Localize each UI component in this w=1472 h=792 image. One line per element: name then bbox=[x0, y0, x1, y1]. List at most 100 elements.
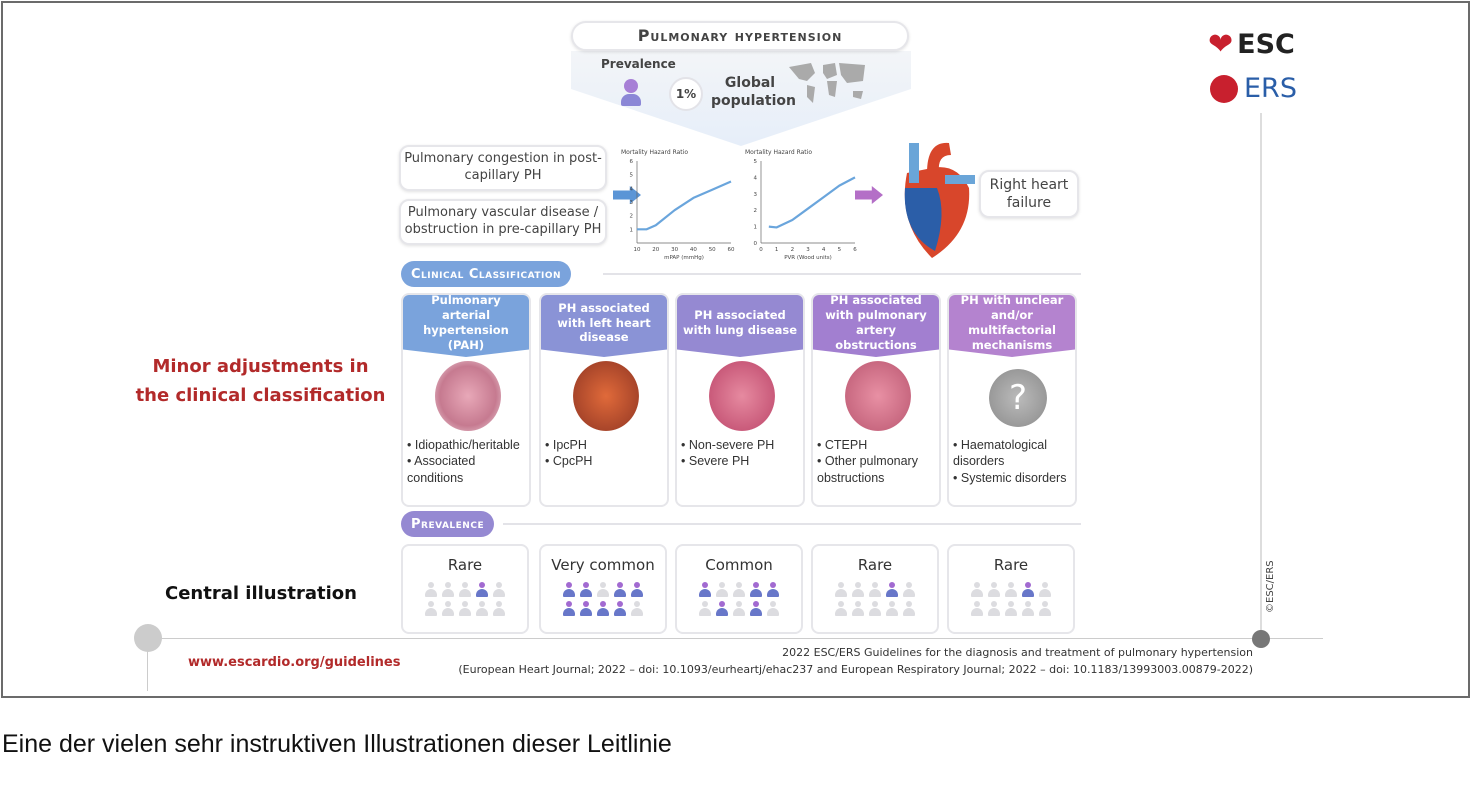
card-item: Other pulmonary obstructions bbox=[817, 453, 937, 486]
prevalence-card: Very common bbox=[539, 544, 667, 634]
y-tick-label: 1 bbox=[754, 225, 758, 231]
person-icon bbox=[766, 582, 780, 598]
person-icon bbox=[749, 601, 763, 617]
side-note: Minor adjustments in the clinical classi… bbox=[135, 356, 386, 406]
person-icon bbox=[851, 601, 865, 617]
x-tick-label: 60 bbox=[728, 247, 735, 253]
person-icon bbox=[715, 582, 729, 598]
arrow-right-icon bbox=[613, 186, 641, 204]
person-icon bbox=[441, 601, 455, 617]
global-population: Global population bbox=[711, 75, 796, 109]
figure-title: Pulmonary hypertension bbox=[571, 21, 909, 51]
x-tick-label: 2 bbox=[791, 247, 795, 253]
card-item: Idiopathic/heritable bbox=[407, 437, 527, 453]
timeline-tick bbox=[147, 651, 148, 691]
person-icon bbox=[475, 601, 489, 617]
classification-card: PH associated with lung disease Non-seve… bbox=[675, 293, 805, 507]
copyright: ©ESC/ERS bbox=[1265, 560, 1276, 613]
x-tick-label: 20 bbox=[652, 247, 659, 253]
post-capillary-box: Pulmonary congestion in post-capillary P… bbox=[399, 145, 607, 191]
person-icon bbox=[475, 582, 489, 598]
x-tick-label: 5 bbox=[838, 247, 842, 253]
y-tick-label: 6 bbox=[630, 159, 634, 165]
obstructed-lungs-image bbox=[845, 361, 911, 431]
timeline-dot bbox=[1252, 630, 1270, 648]
x-axis-label: mPAP (mmHg) bbox=[664, 255, 704, 261]
ers-logo: ERS bbox=[1210, 73, 1297, 104]
person-icon bbox=[970, 601, 984, 617]
y-tick-label: 4 bbox=[630, 186, 634, 192]
person-icon bbox=[424, 582, 438, 598]
card-title: PH with unclear and/or multifactorial me… bbox=[949, 295, 1075, 357]
caption: Eine der vielen sehr instruktiven Illust… bbox=[2, 730, 672, 758]
x-axis-label: PVR (Wood units) bbox=[784, 255, 832, 261]
person-icon bbox=[868, 582, 882, 598]
person-icon bbox=[1038, 582, 1052, 598]
hazard-curve bbox=[637, 180, 732, 231]
clinical-classification-label: Clinical Classification bbox=[401, 261, 572, 287]
right-heart-failure-box: Right heart failure bbox=[979, 170, 1079, 218]
prevalence-section-label: Prevalence bbox=[401, 511, 495, 537]
guidelines-link[interactable]: www.escardio.org/guidelines bbox=[188, 655, 401, 670]
x-tick-label: 30 bbox=[671, 247, 678, 253]
card-title: PH associated with pulmonary artery obst… bbox=[813, 295, 939, 357]
classification-card: PH with unclear and/or multifactorial me… bbox=[947, 293, 1077, 507]
person-icon bbox=[885, 601, 899, 617]
divider bbox=[503, 523, 1081, 525]
esc-logo: ❤ ESC bbox=[1208, 29, 1295, 60]
prevalence-card: Rare bbox=[401, 544, 529, 634]
card-item: CTEPH bbox=[817, 437, 937, 453]
classification-card: PH associated with left heart disease Ip… bbox=[539, 293, 669, 507]
x-tick-label: 4 bbox=[822, 247, 826, 253]
card-title: PH associated with left heart disease bbox=[541, 295, 667, 357]
x-tick-label: 3 bbox=[806, 247, 810, 253]
person-icon bbox=[698, 601, 712, 617]
person-icon bbox=[630, 601, 644, 617]
lungs-logo-icon bbox=[1210, 74, 1238, 103]
lungs-image bbox=[709, 361, 775, 431]
person-icon bbox=[834, 601, 848, 617]
citation-line-1: 2022 ESC/ERS Guidelines for the diagnosi… bbox=[782, 646, 1253, 659]
prevalence-value: Rare bbox=[447, 556, 483, 574]
person-icon bbox=[766, 601, 780, 617]
citation-line-2: (European Heart Journal; 2022 – doi: 10.… bbox=[458, 663, 1253, 676]
y-tick-label: 1 bbox=[630, 227, 634, 233]
chart-title: Mortality Hazard Ratio bbox=[745, 149, 812, 156]
person-icon bbox=[492, 601, 506, 617]
chart-title: Mortality Hazard Ratio bbox=[621, 149, 688, 156]
y-tick-label: 2 bbox=[754, 208, 758, 214]
person-icon bbox=[492, 582, 506, 598]
question-mark-icon: ? bbox=[989, 369, 1047, 427]
y-tick-label: 3 bbox=[754, 192, 758, 198]
x-tick-label: 0 bbox=[759, 247, 763, 253]
arrow-right-icon bbox=[855, 186, 883, 204]
heart-logo-icon: ❤ bbox=[1208, 26, 1234, 62]
prevalence-value: Very common bbox=[551, 556, 655, 574]
prevalence-value: Rare bbox=[857, 556, 893, 574]
y-tick-label: 0 bbox=[754, 241, 758, 247]
person-icon bbox=[621, 79, 641, 107]
x-tick-label: 50 bbox=[709, 247, 716, 253]
esc-text: ESC bbox=[1237, 29, 1295, 60]
person-icon bbox=[1004, 582, 1018, 598]
card-item: Haematological disorders bbox=[953, 437, 1073, 470]
histology-image bbox=[435, 361, 501, 431]
classification-card: PH associated with pulmonary artery obst… bbox=[811, 293, 941, 507]
person-icon bbox=[902, 582, 916, 598]
card-item: Severe PH bbox=[681, 453, 801, 469]
card-item: Systemic disorders bbox=[953, 470, 1073, 486]
heart-illustration bbox=[904, 142, 975, 258]
y-tick-label: 2 bbox=[630, 214, 634, 220]
x-tick-label: 1 bbox=[775, 247, 779, 253]
card-item: Non-severe PH bbox=[681, 437, 801, 453]
card-item: IpcPH bbox=[545, 437, 665, 453]
person-icon bbox=[630, 582, 644, 598]
classification-card: Pulmonary arterial hypertension (PAH) Id… bbox=[401, 293, 531, 507]
world-map-icon bbox=[789, 63, 865, 103]
card-title: PH associated with lung disease bbox=[677, 295, 803, 357]
person-icon bbox=[1004, 601, 1018, 617]
person-icon bbox=[1038, 601, 1052, 617]
person-icon bbox=[458, 601, 472, 617]
